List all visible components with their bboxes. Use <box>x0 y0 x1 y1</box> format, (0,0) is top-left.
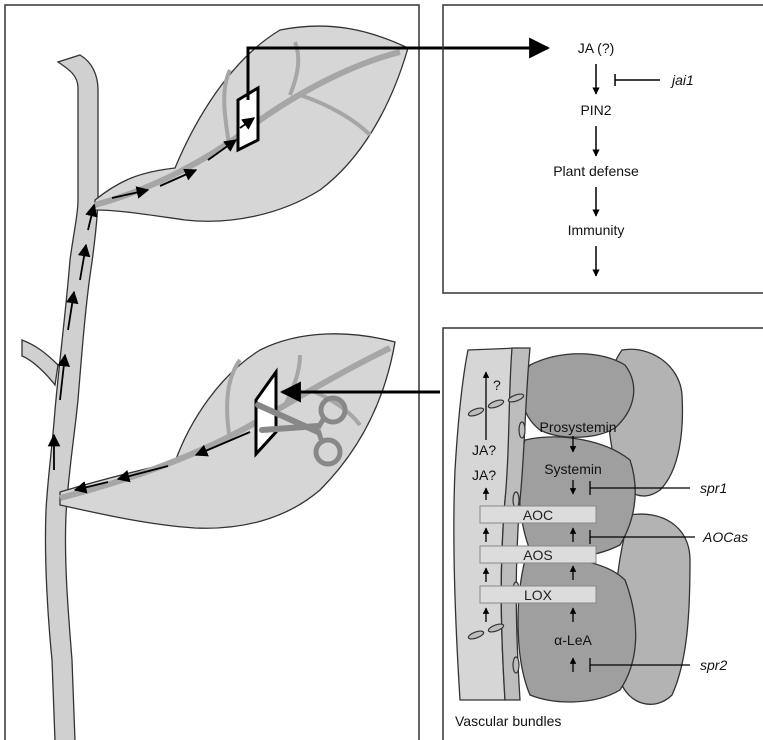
aocas-label: AOCas <box>702 529 748 545</box>
spr1-label: spr1 <box>700 480 727 496</box>
jai1-label: jai1 <box>670 72 694 88</box>
aos-label: AOS <box>523 547 553 563</box>
systemin-label: Systemin <box>544 461 602 477</box>
immunity-label: Immunity <box>568 222 625 238</box>
prosystemin-label: Prosystemin <box>539 419 616 435</box>
vascular-bundles-label: Vascular bundles <box>455 713 561 729</box>
ja-label: JA (?) <box>578 40 615 56</box>
cell-dark-3 <box>518 558 636 702</box>
alpha-lea-label: α-LeA <box>554 632 592 648</box>
ja-q-label-1: JA? <box>472 442 496 458</box>
cell-panel: ? JA? JA? Prosystemin Systemin AOC AOS L… <box>443 328 763 740</box>
lox-label: LOX <box>524 587 553 603</box>
pin2-label: PIN2 <box>580 102 611 118</box>
sieve-plate <box>519 422 525 438</box>
sieve-plate <box>513 657 519 673</box>
plant-defense-label: Plant defense <box>553 163 639 179</box>
aoc-label: AOC <box>523 507 553 523</box>
spr2-label: spr2 <box>700 657 727 673</box>
ja-q-label-2: JA? <box>472 467 496 483</box>
question-label: ? <box>493 377 501 393</box>
cell-dark-2 <box>519 437 635 557</box>
